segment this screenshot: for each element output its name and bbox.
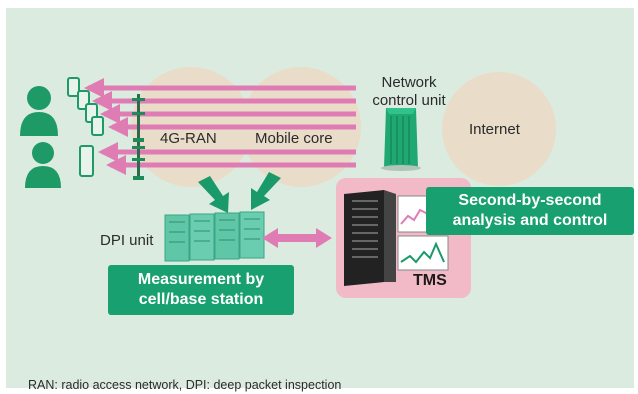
dpi-unit-label: DPI unit [100, 232, 154, 249]
smartphone-icon [91, 116, 104, 136]
internet-circle [442, 72, 556, 186]
measurement-callout: Measurement by cell/base station [108, 265, 294, 315]
smartphone-icon [79, 145, 94, 177]
antenna-icon [132, 94, 145, 142]
antenna-icon [132, 142, 145, 180]
flow-arrow [251, 172, 281, 210]
flow-arrow [198, 176, 229, 213]
monitor-chart-icon [397, 235, 449, 271]
dpi-unit-icon [164, 211, 265, 262]
second-by-second-callout: Second-by-second analysis and control [426, 187, 634, 235]
network-control-unit-label: Network control unit [372, 74, 446, 109]
bidirectional-arrow [262, 228, 332, 248]
traffic-arrows [84, 78, 356, 175]
ran-label: 4G-RAN [160, 130, 217, 147]
server-icon [344, 190, 396, 286]
network-control-unit-icon [381, 108, 421, 171]
internet-label: Internet [469, 121, 520, 138]
tms-label: TMS [413, 272, 447, 289]
smartphone-icon [67, 77, 80, 97]
footnote: RAN: radio access network, DPI: deep pac… [28, 378, 342, 392]
mobile-core-label: Mobile core [255, 130, 333, 147]
user-icon [20, 86, 58, 136]
user-icon [25, 142, 61, 188]
